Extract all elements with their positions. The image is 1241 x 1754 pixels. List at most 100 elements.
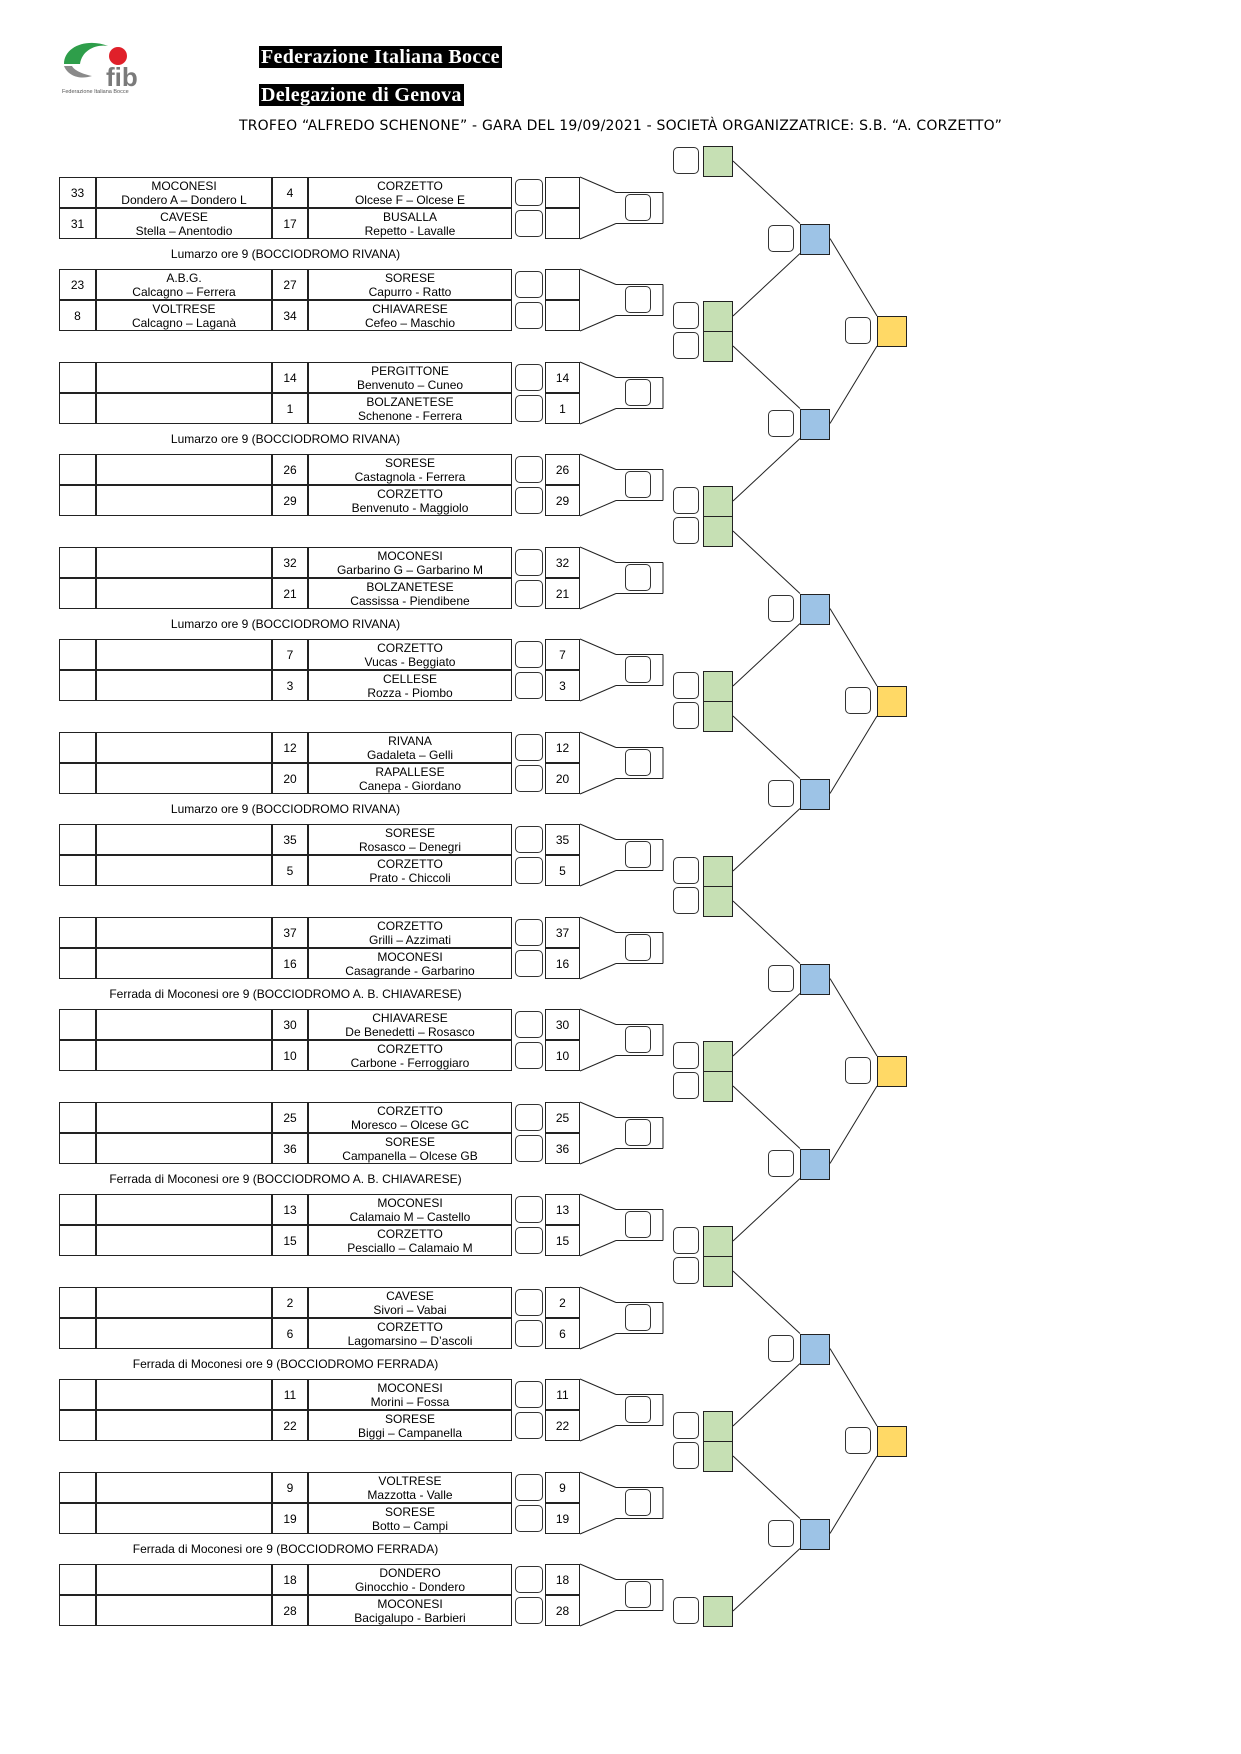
score-box[interactable] xyxy=(673,487,699,514)
advance-cell: 32 xyxy=(545,547,580,578)
score-box[interactable] xyxy=(845,317,871,344)
score-box[interactable] xyxy=(515,1381,543,1408)
score-box[interactable] xyxy=(515,1135,543,1162)
score-box[interactable] xyxy=(625,1581,651,1608)
score-box[interactable] xyxy=(625,934,651,961)
score-box[interactable] xyxy=(625,564,651,591)
score-box[interactable] xyxy=(768,1519,794,1547)
score-box[interactable] xyxy=(515,672,543,699)
score-box[interactable] xyxy=(625,841,651,868)
score-box[interactable] xyxy=(625,656,651,683)
score-box[interactable] xyxy=(515,549,543,576)
score-box[interactable] xyxy=(625,1119,651,1146)
score-box[interactable] xyxy=(515,857,543,884)
score-box[interactable] xyxy=(673,1042,699,1069)
score-box[interactable] xyxy=(515,1320,543,1347)
score-box[interactable] xyxy=(673,702,699,729)
score-box[interactable] xyxy=(625,194,651,221)
club-name: SORESE xyxy=(384,1412,435,1426)
score-box[interactable] xyxy=(625,1489,651,1516)
score-box[interactable] xyxy=(515,364,543,391)
score-box[interactable] xyxy=(515,1505,543,1532)
team-cell xyxy=(96,1225,272,1256)
score-box[interactable] xyxy=(673,517,699,544)
score-box[interactable] xyxy=(845,687,871,714)
score-box[interactable] xyxy=(625,749,651,776)
score-box[interactable] xyxy=(515,1566,543,1593)
bracket-line xyxy=(579,1193,617,1210)
venue-label: Ferrada di Moconesi ore 9 (BOCCIODROMO A… xyxy=(109,987,462,1001)
score-box[interactable] xyxy=(625,1026,651,1053)
score-box[interactable] xyxy=(673,887,699,914)
seed-cell xyxy=(59,1595,96,1626)
score-box[interactable] xyxy=(673,1072,699,1099)
club-name: BUSALLA xyxy=(382,210,438,224)
score-box[interactable] xyxy=(625,1304,651,1331)
score-box[interactable] xyxy=(673,857,699,884)
bracket-line xyxy=(829,1455,878,1534)
score-box[interactable] xyxy=(845,1427,871,1454)
round2-box xyxy=(703,516,733,547)
score-box[interactable] xyxy=(515,487,543,514)
score-box[interactable] xyxy=(625,471,651,498)
score-box[interactable] xyxy=(625,379,651,406)
score-box[interactable] xyxy=(515,179,543,206)
player-names: Ginocchio - Dondero xyxy=(354,1580,466,1594)
score-box[interactable] xyxy=(515,271,543,298)
score-box[interactable] xyxy=(515,395,543,422)
score-box[interactable] xyxy=(673,147,699,174)
score-box[interactable] xyxy=(673,1412,699,1439)
score-box[interactable] xyxy=(673,332,699,359)
club-name: PERGITTONE xyxy=(371,364,449,378)
score-box[interactable] xyxy=(673,672,699,699)
score-box[interactable] xyxy=(515,919,543,946)
team-cell xyxy=(96,1009,272,1040)
score-box[interactable] xyxy=(768,224,794,252)
advance-cell: 15 xyxy=(545,1225,580,1256)
advance-cell: 18 xyxy=(545,1564,580,1595)
score-box[interactable] xyxy=(673,1597,699,1624)
score-box[interactable] xyxy=(515,1196,543,1223)
score-box[interactable] xyxy=(768,594,794,622)
score-box[interactable] xyxy=(845,1057,871,1084)
score-box[interactable] xyxy=(515,1412,543,1439)
score-box[interactable] xyxy=(625,286,651,313)
score-box[interactable] xyxy=(673,302,699,329)
seed-cell xyxy=(59,485,96,516)
advance-cell: 28 xyxy=(545,1595,580,1626)
score-box[interactable] xyxy=(673,1227,699,1254)
score-box[interactable] xyxy=(515,734,543,761)
score-box[interactable] xyxy=(768,779,794,807)
score-box[interactable] xyxy=(673,1257,699,1284)
score-box[interactable] xyxy=(515,1289,543,1316)
score-box[interactable] xyxy=(515,765,543,792)
score-box[interactable] xyxy=(515,210,543,237)
score-box[interactable] xyxy=(768,964,794,992)
score-box[interactable] xyxy=(625,1396,651,1423)
seed-cell: 12 xyxy=(272,732,308,763)
seed-cell: 28 xyxy=(272,1595,308,1626)
score-box[interactable] xyxy=(515,456,543,483)
seed-cell: 10 xyxy=(272,1040,308,1071)
team-cell xyxy=(96,732,272,763)
score-box[interactable] xyxy=(515,1597,543,1624)
score-box[interactable] xyxy=(625,1211,651,1238)
club-name: SORESE xyxy=(384,826,435,840)
score-box[interactable] xyxy=(515,641,543,668)
score-box[interactable] xyxy=(768,1334,794,1362)
score-box[interactable] xyxy=(673,1442,699,1469)
score-box[interactable] xyxy=(515,1104,543,1131)
score-box[interactable] xyxy=(515,1474,543,1501)
score-box[interactable] xyxy=(515,580,543,607)
score-box[interactable] xyxy=(768,1149,794,1177)
club-name: CORZETTO xyxy=(377,1320,443,1334)
bracket-line xyxy=(579,315,617,332)
score-box[interactable] xyxy=(515,302,543,329)
score-box[interactable] xyxy=(515,1011,543,1038)
score-box[interactable] xyxy=(515,826,543,853)
score-box[interactable] xyxy=(515,1227,543,1254)
score-box[interactable] xyxy=(515,950,543,977)
score-box[interactable] xyxy=(515,1042,543,1069)
score-box[interactable] xyxy=(768,409,794,437)
